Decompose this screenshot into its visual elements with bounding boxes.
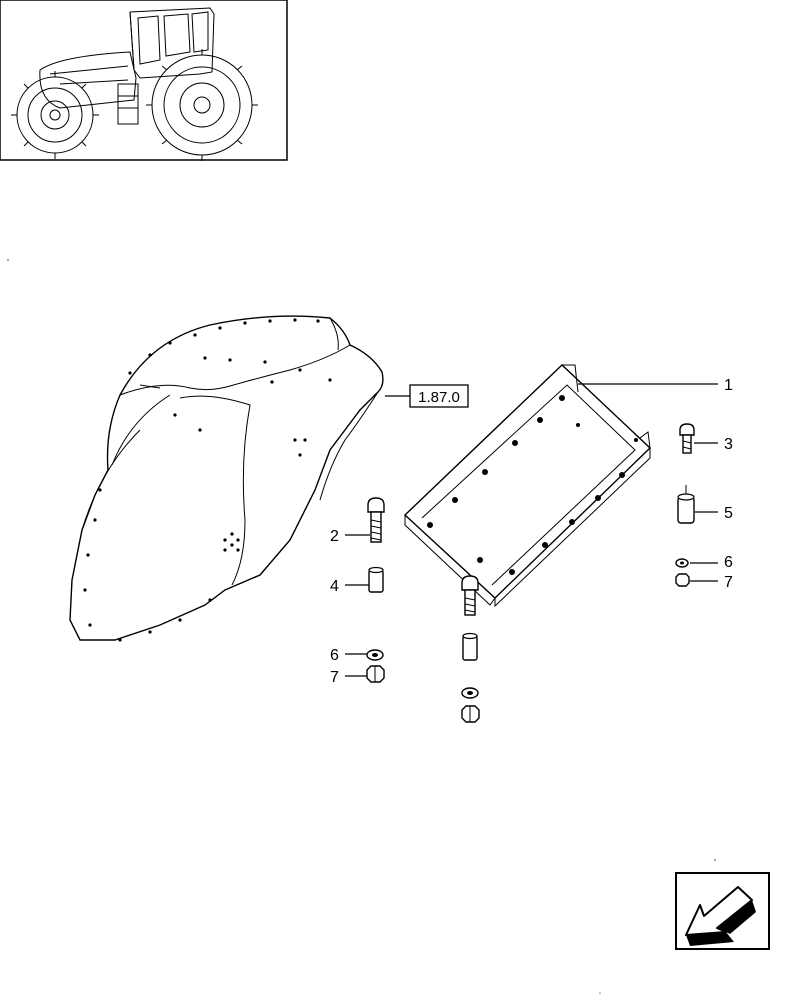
- thumbnail-frame: [0, 0, 288, 161]
- callout-5: 5: [724, 505, 733, 522]
- center-bolt-stack: [461, 575, 480, 723]
- callouts: 1 3 5 6 7 2 4 6 7: [330, 377, 733, 686]
- reference-box-label: 1.87.0: [418, 389, 460, 406]
- nav-back-button[interactable]: [675, 872, 770, 950]
- part-2-bolt: [367, 497, 385, 543]
- callout-6-right: 6: [724, 554, 733, 571]
- callout-2: 2: [330, 528, 339, 545]
- part-6-washer-right: [675, 558, 689, 568]
- part-4-spacer: [368, 566, 384, 593]
- leader-lines: [345, 383, 718, 677]
- part-7-nut-right: [675, 573, 690, 587]
- callout-4: 4: [330, 578, 339, 595]
- callout-7-right: 7: [724, 574, 733, 591]
- back-arrow-icon: [685, 886, 756, 946]
- tractor-thumbnail-icon: [11, 7, 258, 161]
- fender-outline: [69, 315, 384, 641]
- reference-box[interactable]: 1.87.0: [385, 384, 469, 408]
- callout-6-left: 6: [330, 647, 339, 664]
- scan-specks: [7, 259, 716, 994]
- part-7-nut-left: [366, 665, 385, 683]
- tractor-thumbnail: [0, 0, 288, 161]
- callout-1: 1: [724, 377, 733, 394]
- fender-assembly: [69, 315, 384, 642]
- fender-holes: [83, 318, 332, 642]
- part-1-tray: [403, 364, 652, 608]
- part-6-washer-left: [366, 649, 384, 661]
- part-5-spacer: [677, 485, 695, 524]
- callout-7-left: 7: [330, 669, 339, 686]
- part-3-bolt: [679, 423, 695, 454]
- callout-3: 3: [724, 436, 733, 453]
